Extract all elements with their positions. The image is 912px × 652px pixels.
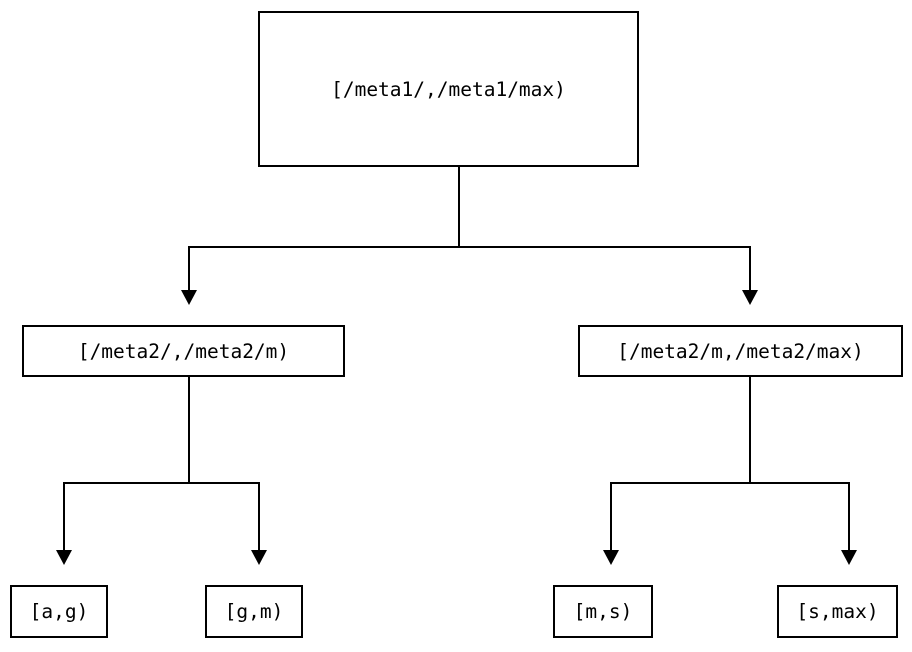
- connector-mid-right-bus: [610, 482, 850, 484]
- node-leaf-3[interactable]: [m,s): [553, 585, 653, 638]
- arrowhead-mid-left-icon: [181, 290, 197, 305]
- connector-root-bus: [188, 246, 750, 248]
- connector-mid-left-stem: [188, 377, 190, 484]
- connector-mid-right-stem: [749, 377, 751, 484]
- node-leaf-2[interactable]: [g,m): [205, 585, 303, 638]
- connector-drop-mid-right: [749, 246, 751, 290]
- node-leaf-1[interactable]: [a,g): [10, 585, 108, 638]
- arrowhead-leaf-4-icon: [841, 550, 857, 565]
- connector-drop-mid-left: [188, 246, 190, 290]
- node-mid-left[interactable]: [/meta2/,/meta2/m): [22, 325, 345, 377]
- connector-drop-leaf-3: [610, 482, 612, 550]
- node-leaf-1-label: [a,g): [29, 600, 89, 623]
- arrowhead-leaf-2-icon: [251, 550, 267, 565]
- node-leaf-3-label: [m,s): [573, 600, 633, 623]
- node-leaf-4[interactable]: [s,max): [777, 585, 898, 638]
- node-root-label: [/meta1/,/meta1/max): [331, 77, 566, 101]
- connector-root-stem: [458, 167, 460, 248]
- connector-drop-leaf-2: [258, 482, 260, 550]
- node-mid-right[interactable]: [/meta2/m,/meta2/max): [578, 325, 903, 377]
- node-root[interactable]: [/meta1/,/meta1/max): [258, 11, 639, 167]
- connector-drop-leaf-1: [63, 482, 65, 550]
- arrowhead-mid-right-icon: [742, 290, 758, 305]
- arrowhead-leaf-3-icon: [603, 550, 619, 565]
- node-mid-left-label: [/meta2/,/meta2/m): [77, 339, 290, 363]
- connector-drop-leaf-4: [848, 482, 850, 550]
- arrowhead-leaf-1-icon: [56, 550, 72, 565]
- connector-mid-left-bus: [63, 482, 260, 484]
- node-mid-right-label: [/meta2/m,/meta2/max): [617, 339, 864, 363]
- node-leaf-4-label: [s,max): [796, 600, 879, 623]
- node-leaf-2-label: [g,m): [224, 600, 284, 623]
